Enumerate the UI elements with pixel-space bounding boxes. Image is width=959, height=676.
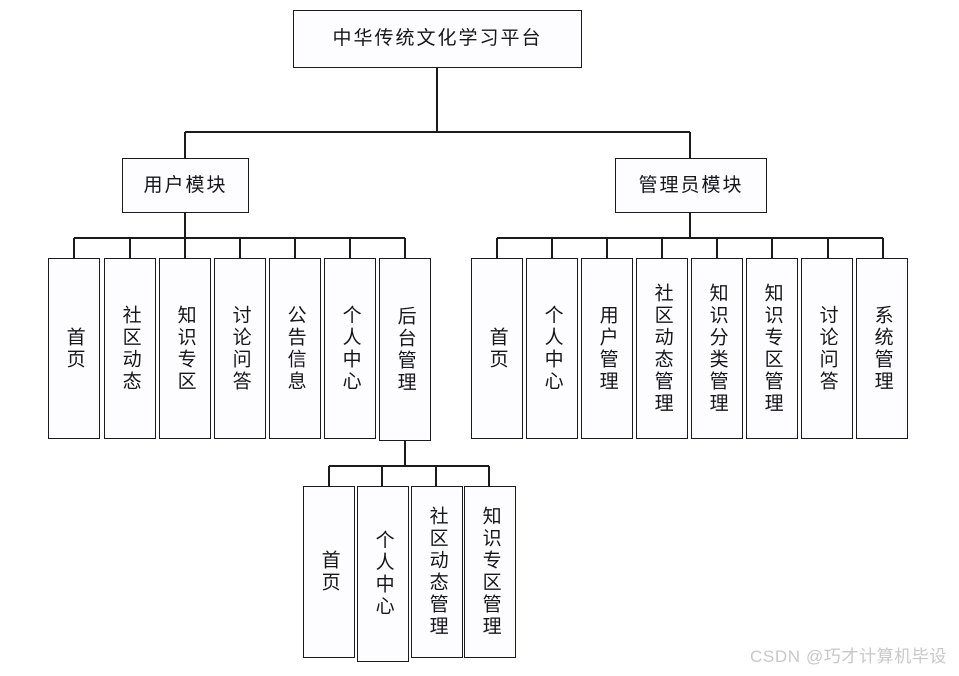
node-root-label: 中华传统文化学习平台 — [332, 28, 543, 50]
node-backend-item-2[interactable]: 社区动态管理 — [411, 486, 463, 658]
node-user-item-2[interactable]: 知识专区 — [159, 258, 211, 439]
node-admin-item-4[interactable]: 知识分类管理 — [691, 258, 743, 439]
node-admin-item-2-label: 用户管理 — [596, 304, 618, 393]
node-user-item-4[interactable]: 公告信息 — [269, 258, 321, 439]
node-user-item-1-label: 社区动态 — [119, 304, 141, 393]
node-admin-item-3-label: 社区动态管理 — [651, 282, 673, 415]
node-admin-item-7-label: 系统管理 — [871, 304, 893, 393]
node-user-item-5[interactable]: 个人中心 — [324, 258, 376, 439]
node-user-item-0[interactable]: 首页 — [48, 258, 100, 439]
node-admin-module[interactable]: 管理员模块 — [615, 158, 767, 213]
node-admin-item-1[interactable]: 个人中心 — [526, 258, 578, 439]
node-user-item-0-label: 首页 — [63, 326, 85, 371]
node-admin-item-0[interactable]: 首页 — [471, 258, 523, 439]
node-root[interactable]: 中华传统文化学习平台 — [293, 10, 582, 68]
node-user-item-1[interactable]: 社区动态 — [104, 258, 156, 439]
node-user-item-6[interactable]: 后台管理 — [379, 258, 431, 441]
node-backend-item-0[interactable]: 首页 — [303, 486, 355, 658]
node-admin-item-7[interactable]: 系统管理 — [856, 258, 908, 439]
node-backend-item-1-label: 个人中心 — [372, 530, 394, 618]
node-user-item-6-label: 后台管理 — [394, 305, 416, 394]
node-user-item-2-label: 知识专区 — [174, 304, 196, 393]
node-admin-item-6-label: 讨论问答 — [816, 304, 838, 393]
node-admin-module-label: 管理员模块 — [638, 174, 744, 196]
node-user-item-3[interactable]: 讨论问答 — [214, 258, 266, 439]
node-user-item-5-label: 个人中心 — [339, 304, 361, 393]
node-admin-item-6[interactable]: 讨论问答 — [801, 258, 853, 439]
node-backend-item-0-label: 首页 — [318, 550, 340, 594]
node-admin-item-0-label: 首页 — [486, 326, 508, 371]
node-admin-item-3[interactable]: 社区动态管理 — [636, 258, 688, 439]
node-admin-item-5-label: 知识专区管理 — [761, 282, 783, 415]
node-user-module-label: 用户模块 — [143, 174, 228, 196]
node-backend-item-1[interactable]: 个人中心 — [357, 486, 409, 662]
node-admin-item-1-label: 个人中心 — [541, 304, 563, 393]
node-backend-item-2-label: 社区动态管理 — [426, 506, 448, 638]
node-user-module[interactable]: 用户模块 — [122, 158, 249, 213]
node-user-item-3-label: 讨论问答 — [229, 304, 251, 393]
node-backend-item-3-label: 知识专区管理 — [479, 506, 501, 638]
node-user-item-4-label: 公告信息 — [284, 304, 306, 393]
csdn-watermark: CSDN @巧才计算机毕设 — [750, 647, 947, 666]
node-admin-item-5[interactable]: 知识专区管理 — [746, 258, 798, 439]
node-admin-item-4-label: 知识分类管理 — [706, 282, 728, 415]
node-backend-item-3[interactable]: 知识专区管理 — [464, 486, 516, 658]
node-admin-item-2[interactable]: 用户管理 — [581, 258, 633, 439]
